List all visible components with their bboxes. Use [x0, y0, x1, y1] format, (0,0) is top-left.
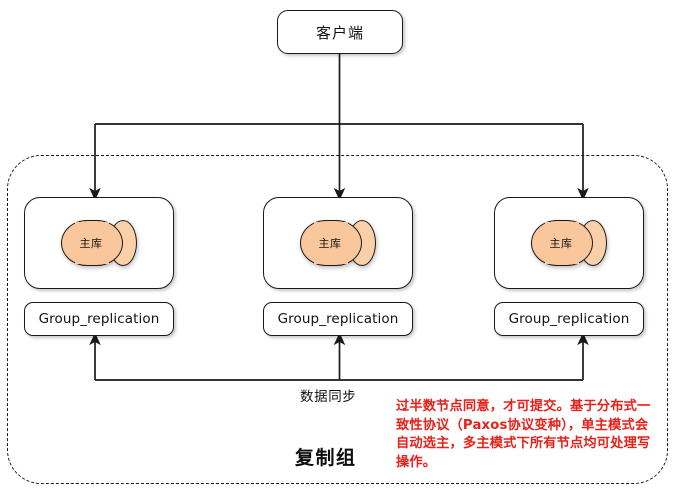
database-label-2: 主库 — [318, 237, 342, 250]
database-label-1: 主库 — [79, 237, 103, 250]
group-replication-node-3[interactable]: Group_replication — [494, 302, 644, 336]
group-replication-label-1: Group_replication — [38, 311, 160, 327]
member-node-1[interactable]: 主库 — [24, 197, 174, 289]
group-replication-label-3: Group_replication — [508, 311, 630, 327]
replication-group-title: 复制组 — [295, 447, 357, 469]
member-node-3[interactable]: 主库 — [494, 197, 644, 289]
cylinder-seam-mask-1 — [75, 221, 109, 265]
member-node-2[interactable]: 主库 — [263, 197, 413, 289]
database-label-3: 主库 — [549, 237, 573, 250]
database-cylinder-icon-1: 主库 — [61, 220, 137, 266]
replication-group-container — [7, 155, 668, 484]
database-cylinder-icon-2: 主库 — [300, 220, 376, 266]
group-replication-label-2: Group_replication — [277, 311, 399, 327]
consensus-note: 过半数节点同意，才可提交。基于分布式一致性协议（Paxos协议变种），单主模式会… — [396, 399, 651, 470]
database-cylinder-icon-3: 主库 — [531, 220, 607, 266]
data-sync-label: 数据同步 — [300, 389, 357, 405]
client-label: 客户端 — [315, 23, 364, 42]
cylinder-seam-mask-3 — [545, 221, 579, 265]
group-replication-node-1[interactable]: Group_replication — [24, 302, 174, 336]
cylinder-seam-mask-2 — [314, 221, 348, 265]
client-node[interactable]: 客户端 — [277, 10, 403, 54]
group-replication-node-2[interactable]: Group_replication — [263, 302, 413, 336]
